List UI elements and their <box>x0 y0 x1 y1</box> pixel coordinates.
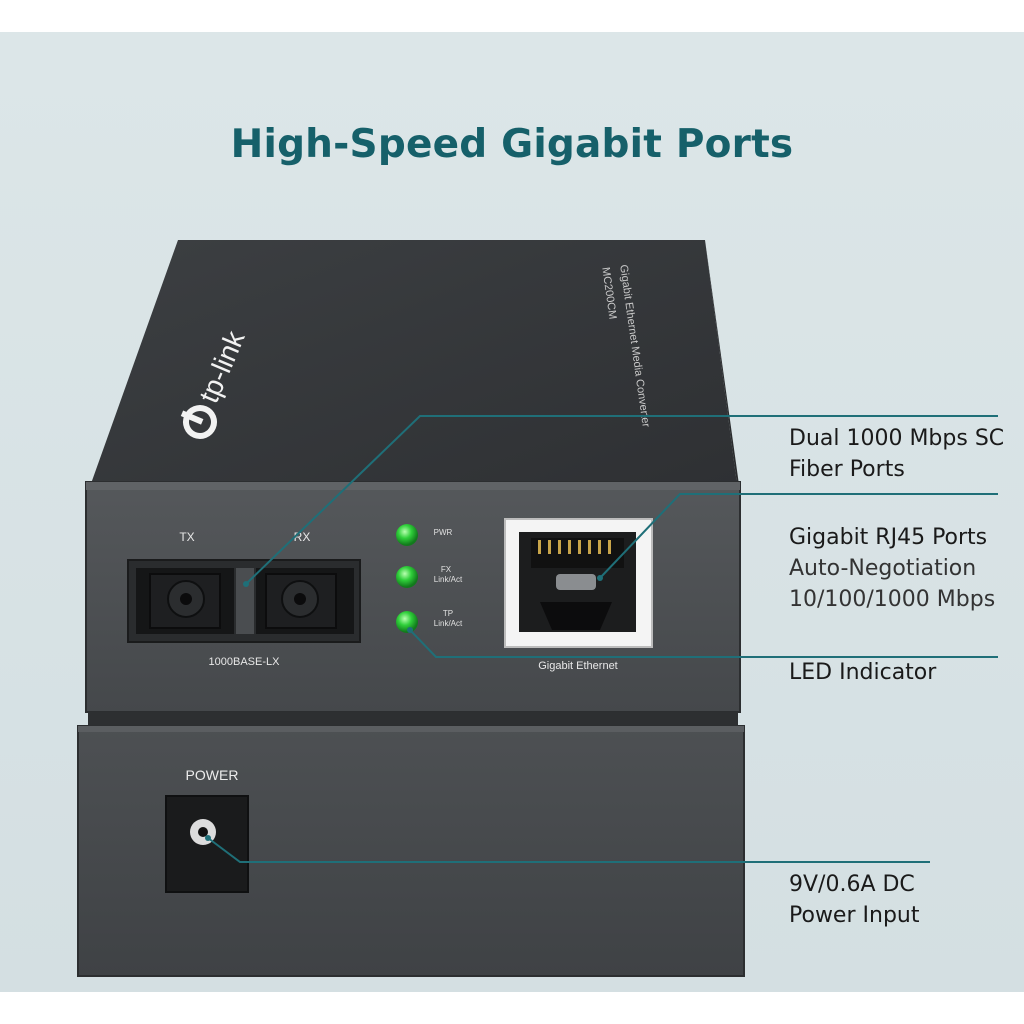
dc-power-jack[interactable] <box>165 795 249 893</box>
page-title: High-Speed Gigabit Ports <box>230 122 794 167</box>
product-canvas: High-Speed Gigabit Ports <box>0 32 1024 992</box>
ethernet-port-label: Gigabit Ethernet <box>538 660 618 672</box>
device-illustration: tp-link MC200CM Gigabit Ethernet Media C… <box>77 240 998 977</box>
led-fx <box>396 566 418 588</box>
device-right-side <box>705 240 740 502</box>
callout-dots <box>205 575 603 841</box>
callout-rj45-line3: 10/100/1000 Mbps <box>789 587 996 612</box>
callout-rj45-line1: Gigabit RJ45 Ports <box>789 525 988 550</box>
callout-power-line1: 9V/0.6A DC <box>789 872 915 897</box>
rx-label: RX <box>294 530 311 544</box>
tx-label: TX <box>179 530 194 544</box>
led-fx-sublabel: Link/Act <box>434 575 463 584</box>
callout-rj45-line2: Auto-Negotiation <box>789 556 977 581</box>
led-tp-label: TP <box>443 609 453 618</box>
fiber-standard-label: 1000BASE-LX <box>209 656 281 668</box>
callout-fiber-line1: Dual 1000 Mbps SC <box>789 426 1005 451</box>
callout-rj45-ports: Gigabit RJ45 Ports Auto-Negotiation 10/1… <box>789 522 995 615</box>
sc-fiber-port-tx[interactable] <box>136 568 234 634</box>
callout-line-fiber <box>245 415 998 585</box>
led-tp-sublabel: Link/Act <box>434 619 463 628</box>
callout-power-input: 9V/0.6A DC Power Input <box>789 869 919 931</box>
callout-led-line1: LED Indicator <box>789 660 937 685</box>
led-pwr-label: PWR <box>434 528 453 537</box>
callout-lines <box>207 415 998 863</box>
power-label: POWER <box>186 767 239 783</box>
callout-led-indicator: LED Indicator <box>789 657 936 688</box>
callout-line-power <box>207 837 930 863</box>
callout-line-rj45 <box>599 493 998 579</box>
device-top-panel <box>88 240 738 492</box>
led-pwr <box>396 524 418 546</box>
led-tp <box>396 611 418 633</box>
callout-fiber-ports: Dual 1000 Mbps SC Fiber Ports <box>789 423 1004 485</box>
callout-fiber-line2: Fiber Ports <box>789 457 905 482</box>
sc-fiber-port-rx[interactable] <box>256 568 354 634</box>
callout-power-line2: Power Input <box>789 903 920 928</box>
rj45-port[interactable] <box>504 518 653 648</box>
callout-line-led <box>409 629 998 658</box>
led-fx-label: FX <box>441 565 452 574</box>
